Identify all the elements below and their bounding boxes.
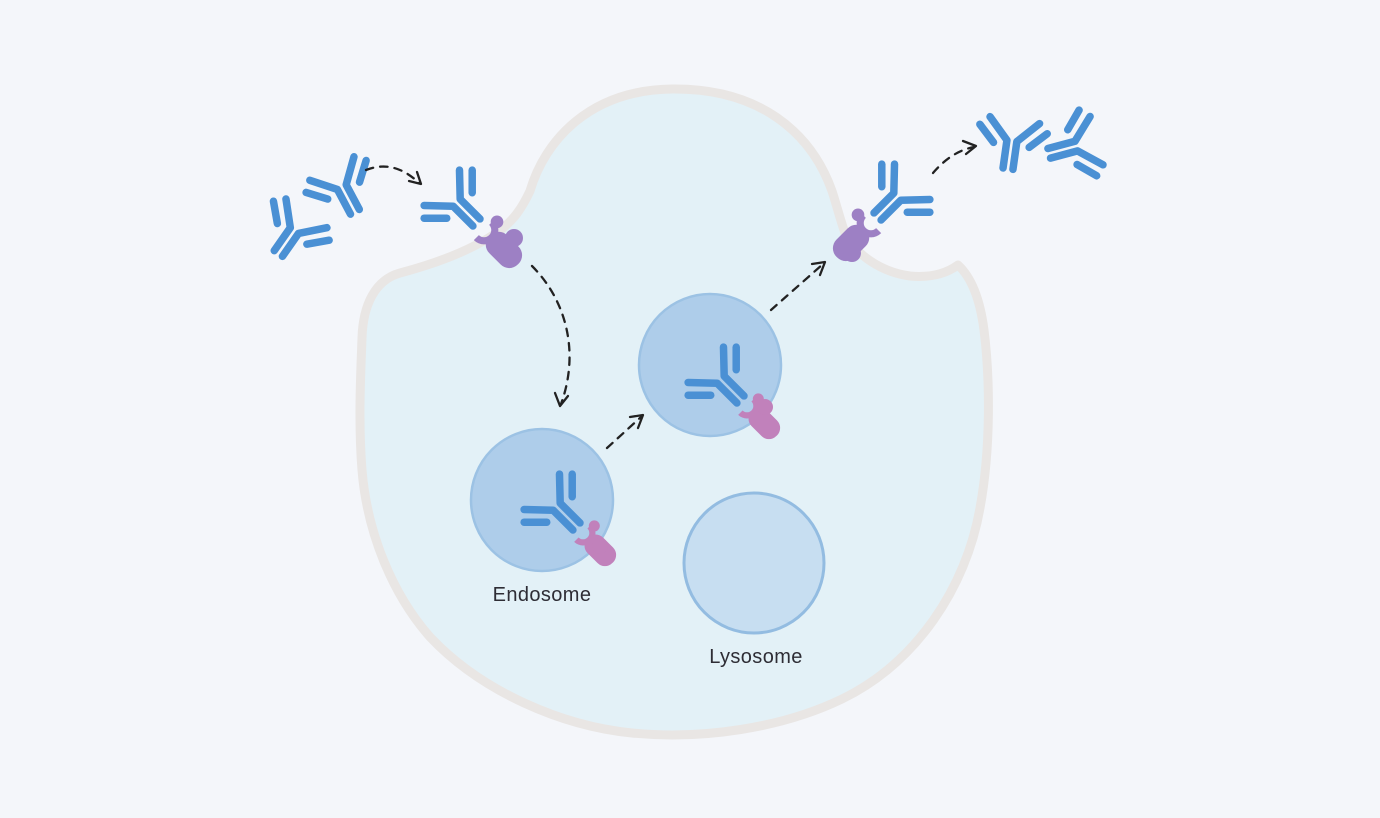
transport-vesicle-circle xyxy=(637,292,783,438)
receptor-dot-icon xyxy=(505,229,523,247)
endosome-circle xyxy=(469,427,615,573)
arrow-recycling-to-membrane xyxy=(769,260,827,312)
arrow-endocytosis xyxy=(530,264,571,408)
arrow-antibody-binding xyxy=(364,165,423,186)
arrow-vesicle-transport xyxy=(605,413,645,450)
arrow-antibody-release xyxy=(931,139,978,175)
receptor-dot-icon xyxy=(843,244,861,262)
endosome-label: Endosome xyxy=(493,584,592,606)
lysosome-label: Lysosome xyxy=(709,646,803,668)
receptor-dot-icon xyxy=(592,538,608,554)
receptor-dot-icon xyxy=(757,399,773,415)
lysosome-circle xyxy=(682,491,826,635)
